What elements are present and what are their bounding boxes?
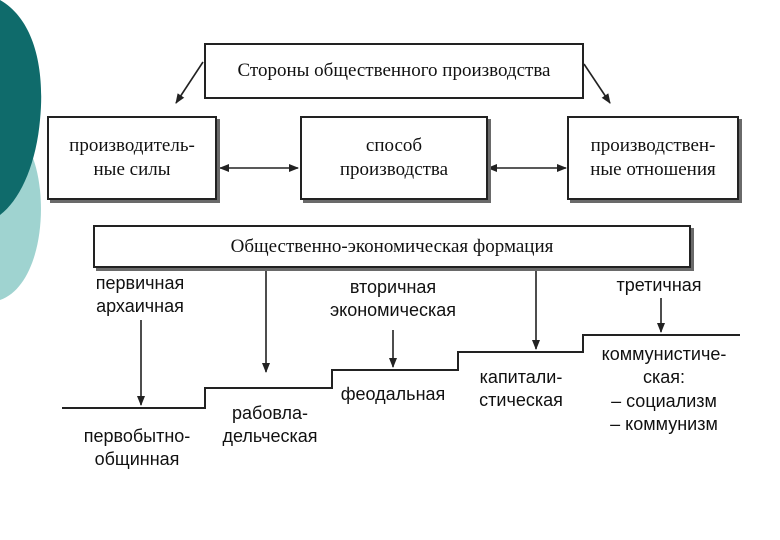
formation-title: Общественно-экономическая формация (230, 235, 554, 257)
formation-slave-label: рабовла- дельческая (222, 403, 318, 447)
formation-box: Общественно-экономическая формация (93, 225, 691, 268)
relations-of-production-label: производствен- ные отношения (590, 135, 716, 180)
relations-of-production-box: производствен- ные отношения (567, 116, 739, 200)
stage-primary-label: первичная архаичная (95, 273, 185, 317)
formation-primitive-label: первобытно- общинная (83, 426, 191, 470)
mode-of-production-box: способ производства (300, 116, 488, 200)
stage-tertiary-label: третичная (616, 275, 702, 295)
formation-communist-label: коммунистиче- ская: – социализм – коммун… (601, 344, 727, 435)
mode-of-production-label: способ производства (339, 135, 449, 180)
header-box: Стороны общественного производства (204, 43, 584, 99)
productive-forces-box: производитель- ные силы (47, 116, 217, 200)
formation-feudal-label: феодальная (340, 384, 446, 404)
formation-capitalist-label: капитали- стическая (479, 367, 563, 411)
decorative-teal-shape (0, 0, 42, 300)
stage-secondary-label: вторичная экономическая (329, 277, 457, 321)
staircase-line (62, 334, 740, 409)
productive-forces-label: производитель- ные силы (69, 135, 195, 180)
header-title: Стороны общественного производства (237, 60, 551, 82)
arrow-header-right (583, 63, 611, 104)
arrow-header-left (175, 61, 204, 104)
